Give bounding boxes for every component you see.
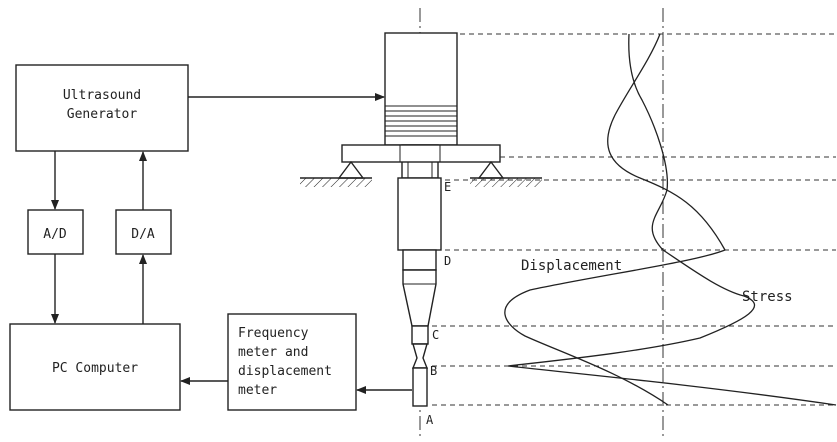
meter-label-line3: displacement (238, 364, 332, 379)
displacement-label: Displacement (521, 258, 622, 274)
displacement-stress-plot: Displacement Stress (432, 8, 837, 436)
horn-body (397, 177, 442, 251)
point-a-label: A (426, 413, 434, 427)
horn-taper (402, 269, 437, 327)
stress-label: Stress (742, 289, 793, 305)
da-converter-block: D/A (115, 209, 172, 255)
horn-step (402, 249, 437, 271)
ultrasonic-horn-assembly: E D C B A (300, 8, 542, 436)
ad-converter-block: A/D (27, 209, 84, 255)
displacement-curve (504, 33, 726, 406)
transducer (384, 32, 458, 146)
support-flange (341, 144, 501, 163)
meter-label-line4: meter (238, 383, 277, 398)
pc-label: PC Computer (52, 361, 138, 376)
da-label: D/A (131, 227, 155, 242)
point-d-label: D (444, 254, 451, 268)
left-support (300, 160, 372, 187)
signal-arrows (51, 93, 412, 394)
generator-label-line1: Ultrasound (63, 88, 141, 103)
point-c-label: C (432, 328, 439, 342)
frequency-displacement-meter-block: Frequency meter and displacement meter (227, 313, 357, 411)
ad-label: A/D (43, 227, 67, 242)
meter-label-line2: meter and (238, 345, 308, 360)
stress-curve (507, 33, 837, 406)
specimen-grip-lower (412, 367, 428, 407)
meter-label-line1: Frequency (238, 326, 309, 341)
right-support (470, 160, 542, 187)
ultrasound-generator-block: Ultrasound Generator (15, 64, 189, 152)
point-e-label: E (444, 180, 451, 194)
specimen-gauge-section (411, 343, 429, 369)
pc-computer-block: PC Computer (9, 323, 181, 411)
point-b-label: B (430, 364, 437, 378)
generator-label-line2: Generator (67, 107, 138, 122)
specimen-grip-upper (411, 325, 429, 345)
